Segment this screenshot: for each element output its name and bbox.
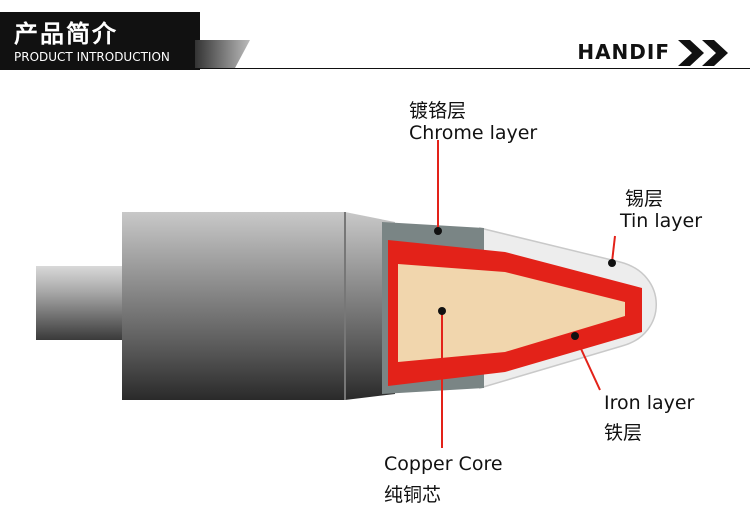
iron-pointer-dot [571, 332, 579, 340]
iron-label-cn: 铁层 [604, 422, 643, 444]
chrome-label-en: Chrome layer [409, 122, 538, 144]
header-divider [0, 68, 750, 69]
copper-label-cn: 纯铜芯 [384, 484, 442, 506]
copper-core [398, 264, 625, 362]
brand-name: HANDIF [577, 40, 670, 64]
tip-shaft [36, 266, 128, 340]
double-chevron-right-icon [678, 40, 728, 66]
chrome-label-cn: 镀铬层 [409, 100, 467, 122]
section-title-en: PRODUCT INTRODUCTION [14, 50, 170, 64]
tin-pointer-dot [608, 259, 616, 267]
title-banner [0, 12, 200, 70]
section-title-cn: 产品简介 [14, 20, 118, 48]
tin-label-cn: 锡层 [625, 188, 664, 210]
tin-label-en: Tin layer [620, 210, 703, 232]
iron-label-en: Iron layer [604, 392, 695, 414]
chrome-pointer-dot [434, 227, 442, 235]
copper-label-en: Copper Core [384, 453, 503, 475]
copper-pointer-dot [438, 307, 446, 315]
page-header: 产品简介 PRODUCT INTRODUCTION HANDIF [0, 0, 750, 72]
header-banner-slant [195, 40, 250, 68]
tip-body [122, 212, 395, 400]
